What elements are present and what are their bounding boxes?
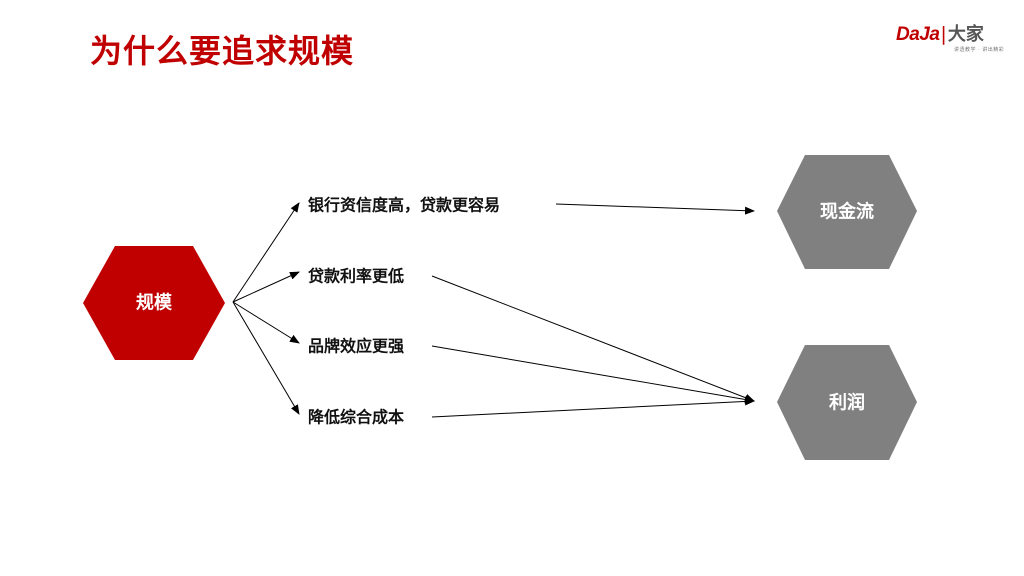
cashflow-label: 现金流 bbox=[820, 201, 874, 223]
cashflow-hexagon bbox=[777, 155, 917, 269]
arrow-factor-4-to-profit bbox=[431, 397, 755, 418]
scale-hexagon bbox=[83, 246, 225, 360]
scale-label: 规模 bbox=[136, 292, 173, 314]
profit-hexagon bbox=[777, 345, 917, 460]
arrow-factor-2-to-profit bbox=[431, 275, 755, 402]
arrow-scale-to-factor-2 bbox=[232, 271, 300, 303]
arrow-scale-to-factor-4 bbox=[232, 301, 300, 415]
source-node-scale: 规模 bbox=[83, 246, 225, 360]
factor-label-1: 银行资信度高，贷款更容易 bbox=[308, 196, 500, 215]
profit-label: 利润 bbox=[829, 392, 865, 414]
logo-wordmark: DaJa|大家 bbox=[896, 23, 984, 45]
logo-latin: DaJa bbox=[896, 24, 940, 45]
outcome-node-cashflow: 现金流 bbox=[777, 155, 917, 269]
brand-logo: DaJa|大家 讲透教学 · 讲出精彩 bbox=[896, 22, 1006, 56]
arrow-factor-1-to-cashflow bbox=[555, 203, 755, 215]
factor-label-2: 贷款利率更低 bbox=[308, 267, 404, 286]
factor-label-3: 品牌效应更强 bbox=[308, 337, 404, 356]
arrow-scale-to-factor-1 bbox=[232, 202, 300, 303]
page-title: 为什么要追求规模 bbox=[90, 32, 355, 70]
factor-label-4: 降低综合成本 bbox=[308, 408, 404, 427]
arrow-scale-to-factor-3 bbox=[232, 301, 300, 344]
logo-tagline: 讲透教学 · 讲出精彩 bbox=[954, 47, 1005, 53]
logo-chinese: 大家 bbox=[947, 24, 984, 45]
arrow-factor-3-to-profit bbox=[431, 345, 755, 404]
outcome-node-profit: 利润 bbox=[777, 345, 917, 460]
